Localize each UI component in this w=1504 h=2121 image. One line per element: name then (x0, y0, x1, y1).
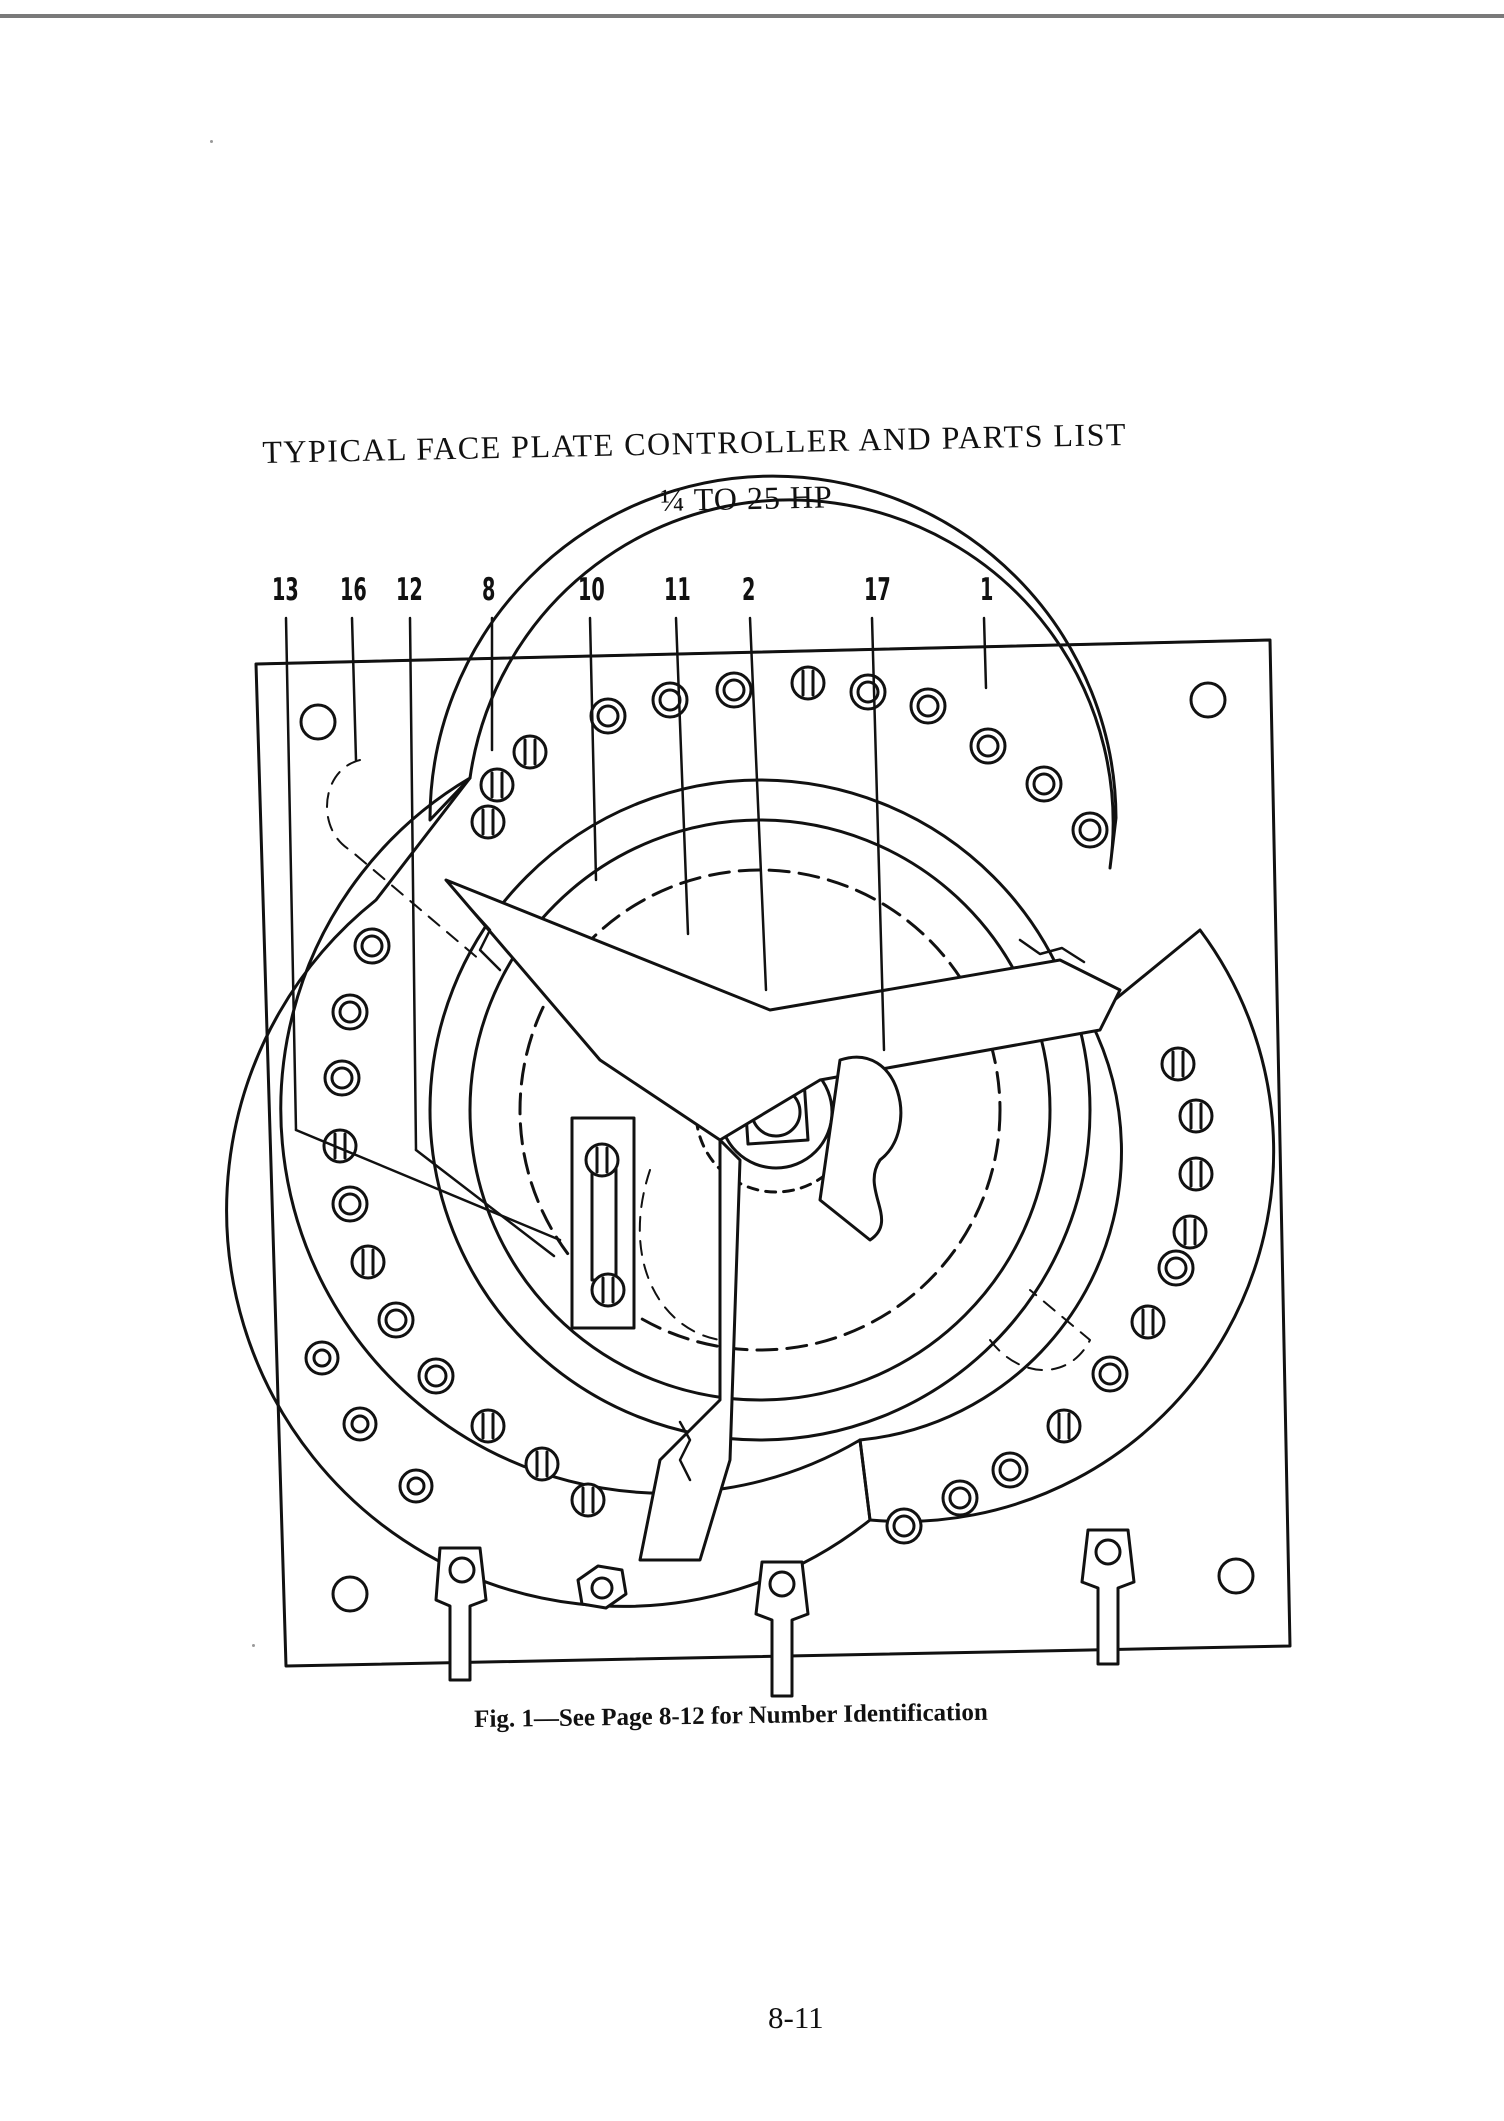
spring-details (468, 906, 1086, 1482)
callout-label-8: 8 (482, 572, 496, 608)
callout-label-16: 16 (340, 572, 367, 608)
callout-label-12: 12 (396, 572, 423, 608)
latch-box (570, 1116, 636, 1330)
callout-label-1: 1 (980, 572, 994, 608)
page-number: 8-11 (768, 2000, 824, 2035)
base-plate (254, 638, 1292, 1668)
callout-label-2: 2 (742, 572, 756, 608)
dashed-alternate-positions (326, 759, 1091, 1371)
callout-label-13: 13 (272, 572, 299, 608)
scan-speck (210, 140, 213, 143)
contact-arc (225, 474, 1276, 1608)
mounting-holes (299, 681, 1255, 1613)
operating-arms (444, 878, 1122, 1562)
scan-speck (252, 1644, 255, 1647)
top-border-rule (0, 14, 1504, 18)
leader-lines (284, 616, 988, 1258)
callout-label-17: 17 (864, 572, 891, 608)
bottom-terminal-lugs (434, 1528, 1136, 1698)
callout-label-10: 10 (578, 572, 605, 608)
callout-label-11: 11 (664, 572, 691, 608)
terminal-studs (304, 1340, 434, 1504)
